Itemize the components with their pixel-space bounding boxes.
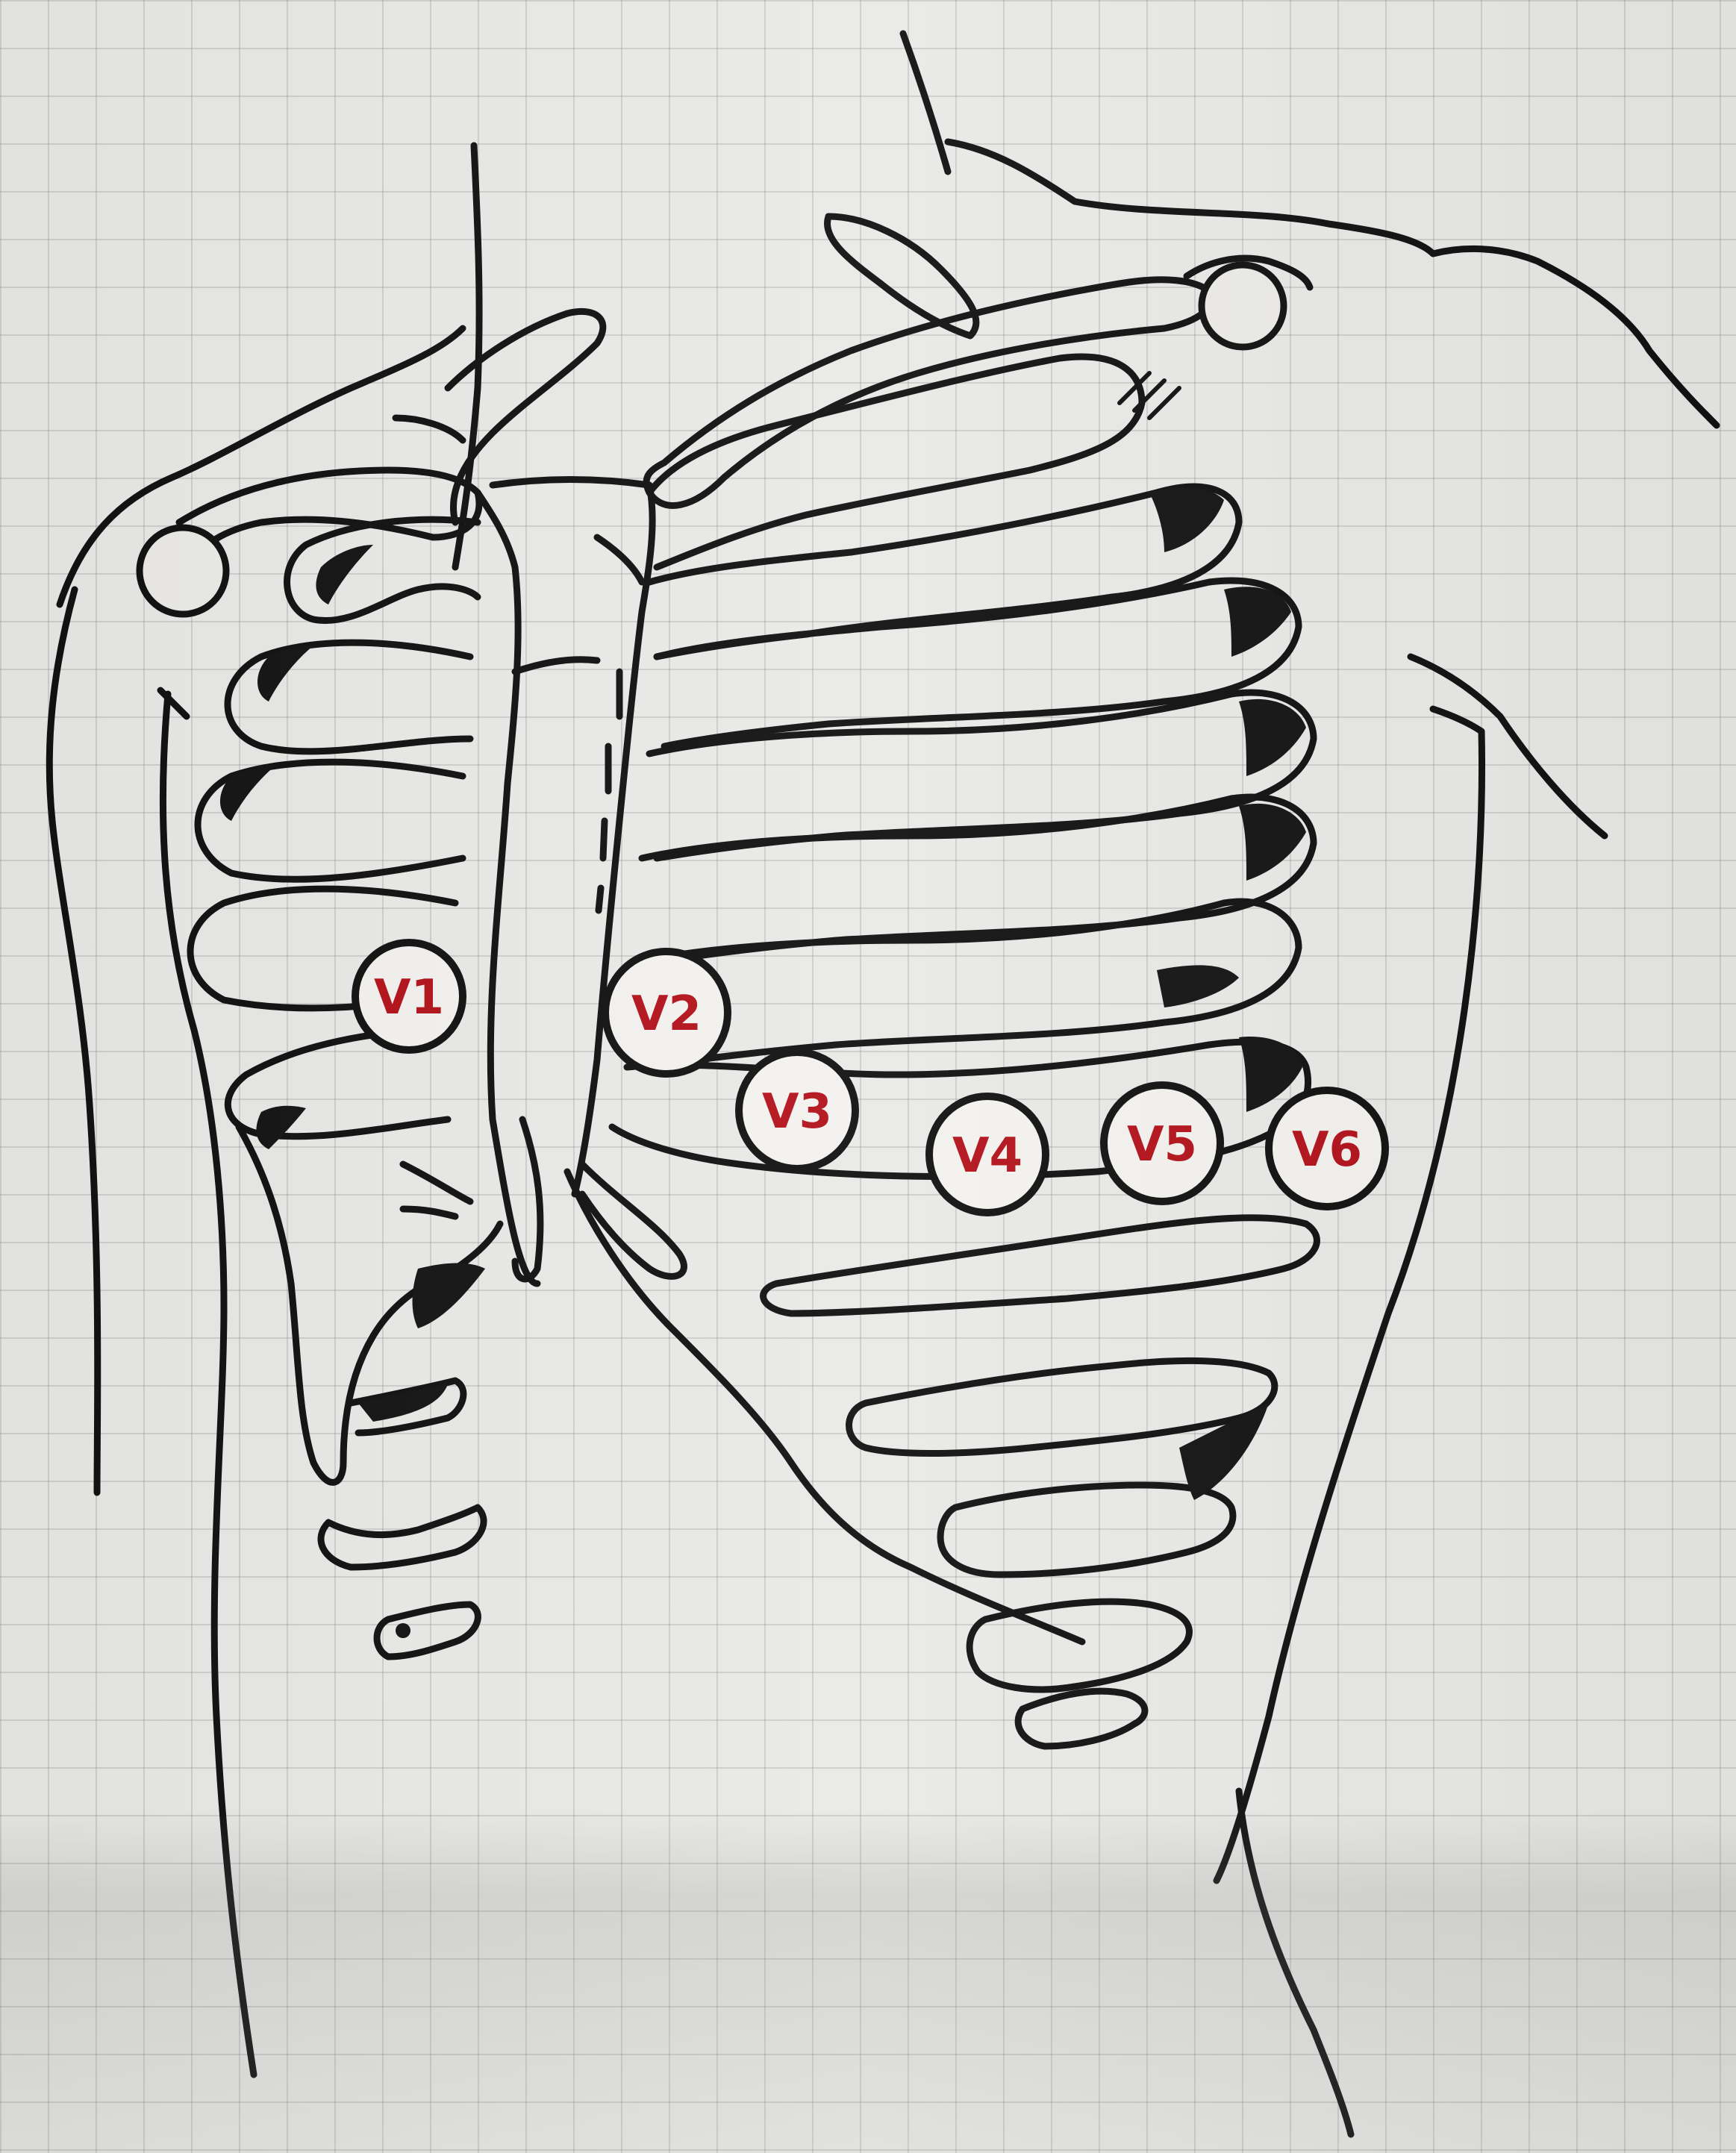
right-rib-12: [1018, 1691, 1145, 1746]
left-lower-tick-2: [403, 1209, 455, 1216]
right-flank-line: [1217, 709, 1482, 1881]
right-rib-11: [970, 1602, 1189, 1690]
electrode-v4-label: V4: [952, 1128, 1022, 1184]
right-rib-10: [940, 1485, 1233, 1575]
sternum-manubrium-detail: [597, 537, 642, 582]
left-rib-1-shade: [316, 545, 373, 604]
electrode-v1: V1: [355, 943, 463, 1050]
electrode-v1-label: V1: [374, 970, 444, 1025]
left-shoulder-ring: [140, 528, 226, 614]
left-costal-shade: [413, 1263, 486, 1329]
right-rib-4-shade: [1239, 699, 1306, 776]
electrode-v2: V2: [605, 951, 728, 1074]
right-rib-3: [657, 581, 1299, 746]
left-rib-5-shade: [256, 1106, 306, 1149]
neck-right-line: [903, 34, 948, 172]
left-arm-outer-line: [49, 590, 98, 1493]
right-rib-1: [649, 357, 1142, 567]
right-shoulder-ring: [1202, 265, 1284, 347]
left-neck-tick: [396, 418, 463, 440]
right-rib-6-shade: [1157, 965, 1239, 1007]
electrode-v4: V4: [929, 1096, 1046, 1213]
left-shoulder-line: [60, 328, 463, 604]
right-rib-5-shade: [1239, 804, 1306, 881]
electrode-v5: V5: [1104, 1085, 1220, 1202]
left-floating-rib-3: [377, 1604, 478, 1657]
right-rib-2: [649, 487, 1239, 657]
right-shoulder-line: [948, 142, 1717, 425]
sternum: [478, 480, 652, 1284]
left-lower-tick-1: [403, 1164, 470, 1202]
left-ribcage: [190, 519, 500, 1657]
electrode-v6-label: V6: [1292, 1122, 1362, 1178]
left-floating-rib-2: [321, 1507, 484, 1567]
right-clavicle-group: [646, 258, 1310, 505]
electrode-v3-label: V3: [762, 1084, 832, 1140]
right-upper-hatch: [1120, 373, 1179, 418]
right-costal-cartilage: [582, 1164, 684, 1276]
right-rib-8: [764, 1218, 1317, 1313]
sternum-left-edge: [478, 493, 537, 1284]
sternum-right-edge: [575, 485, 652, 1194]
electrode-v6: V6: [1269, 1090, 1385, 1207]
torso-outline: [49, 34, 1717, 2134]
right-lower-shade: [1179, 1403, 1269, 1500]
sternal-notch: [493, 480, 649, 486]
electrode-v5-label: V5: [1127, 1117, 1197, 1172]
right-lower-flank-line: [1239, 1791, 1351, 2134]
left-rib-3-shade: [220, 765, 276, 821]
sternal-angle: [515, 660, 597, 672]
electrode-v2-label: V2: [631, 987, 702, 1042]
electrode-v3: V3: [739, 1052, 855, 1169]
left-floating-rib-3-dot: [396, 1623, 410, 1638]
right-armpit-line: [1411, 657, 1605, 836]
neck-left-line: [455, 146, 479, 567]
